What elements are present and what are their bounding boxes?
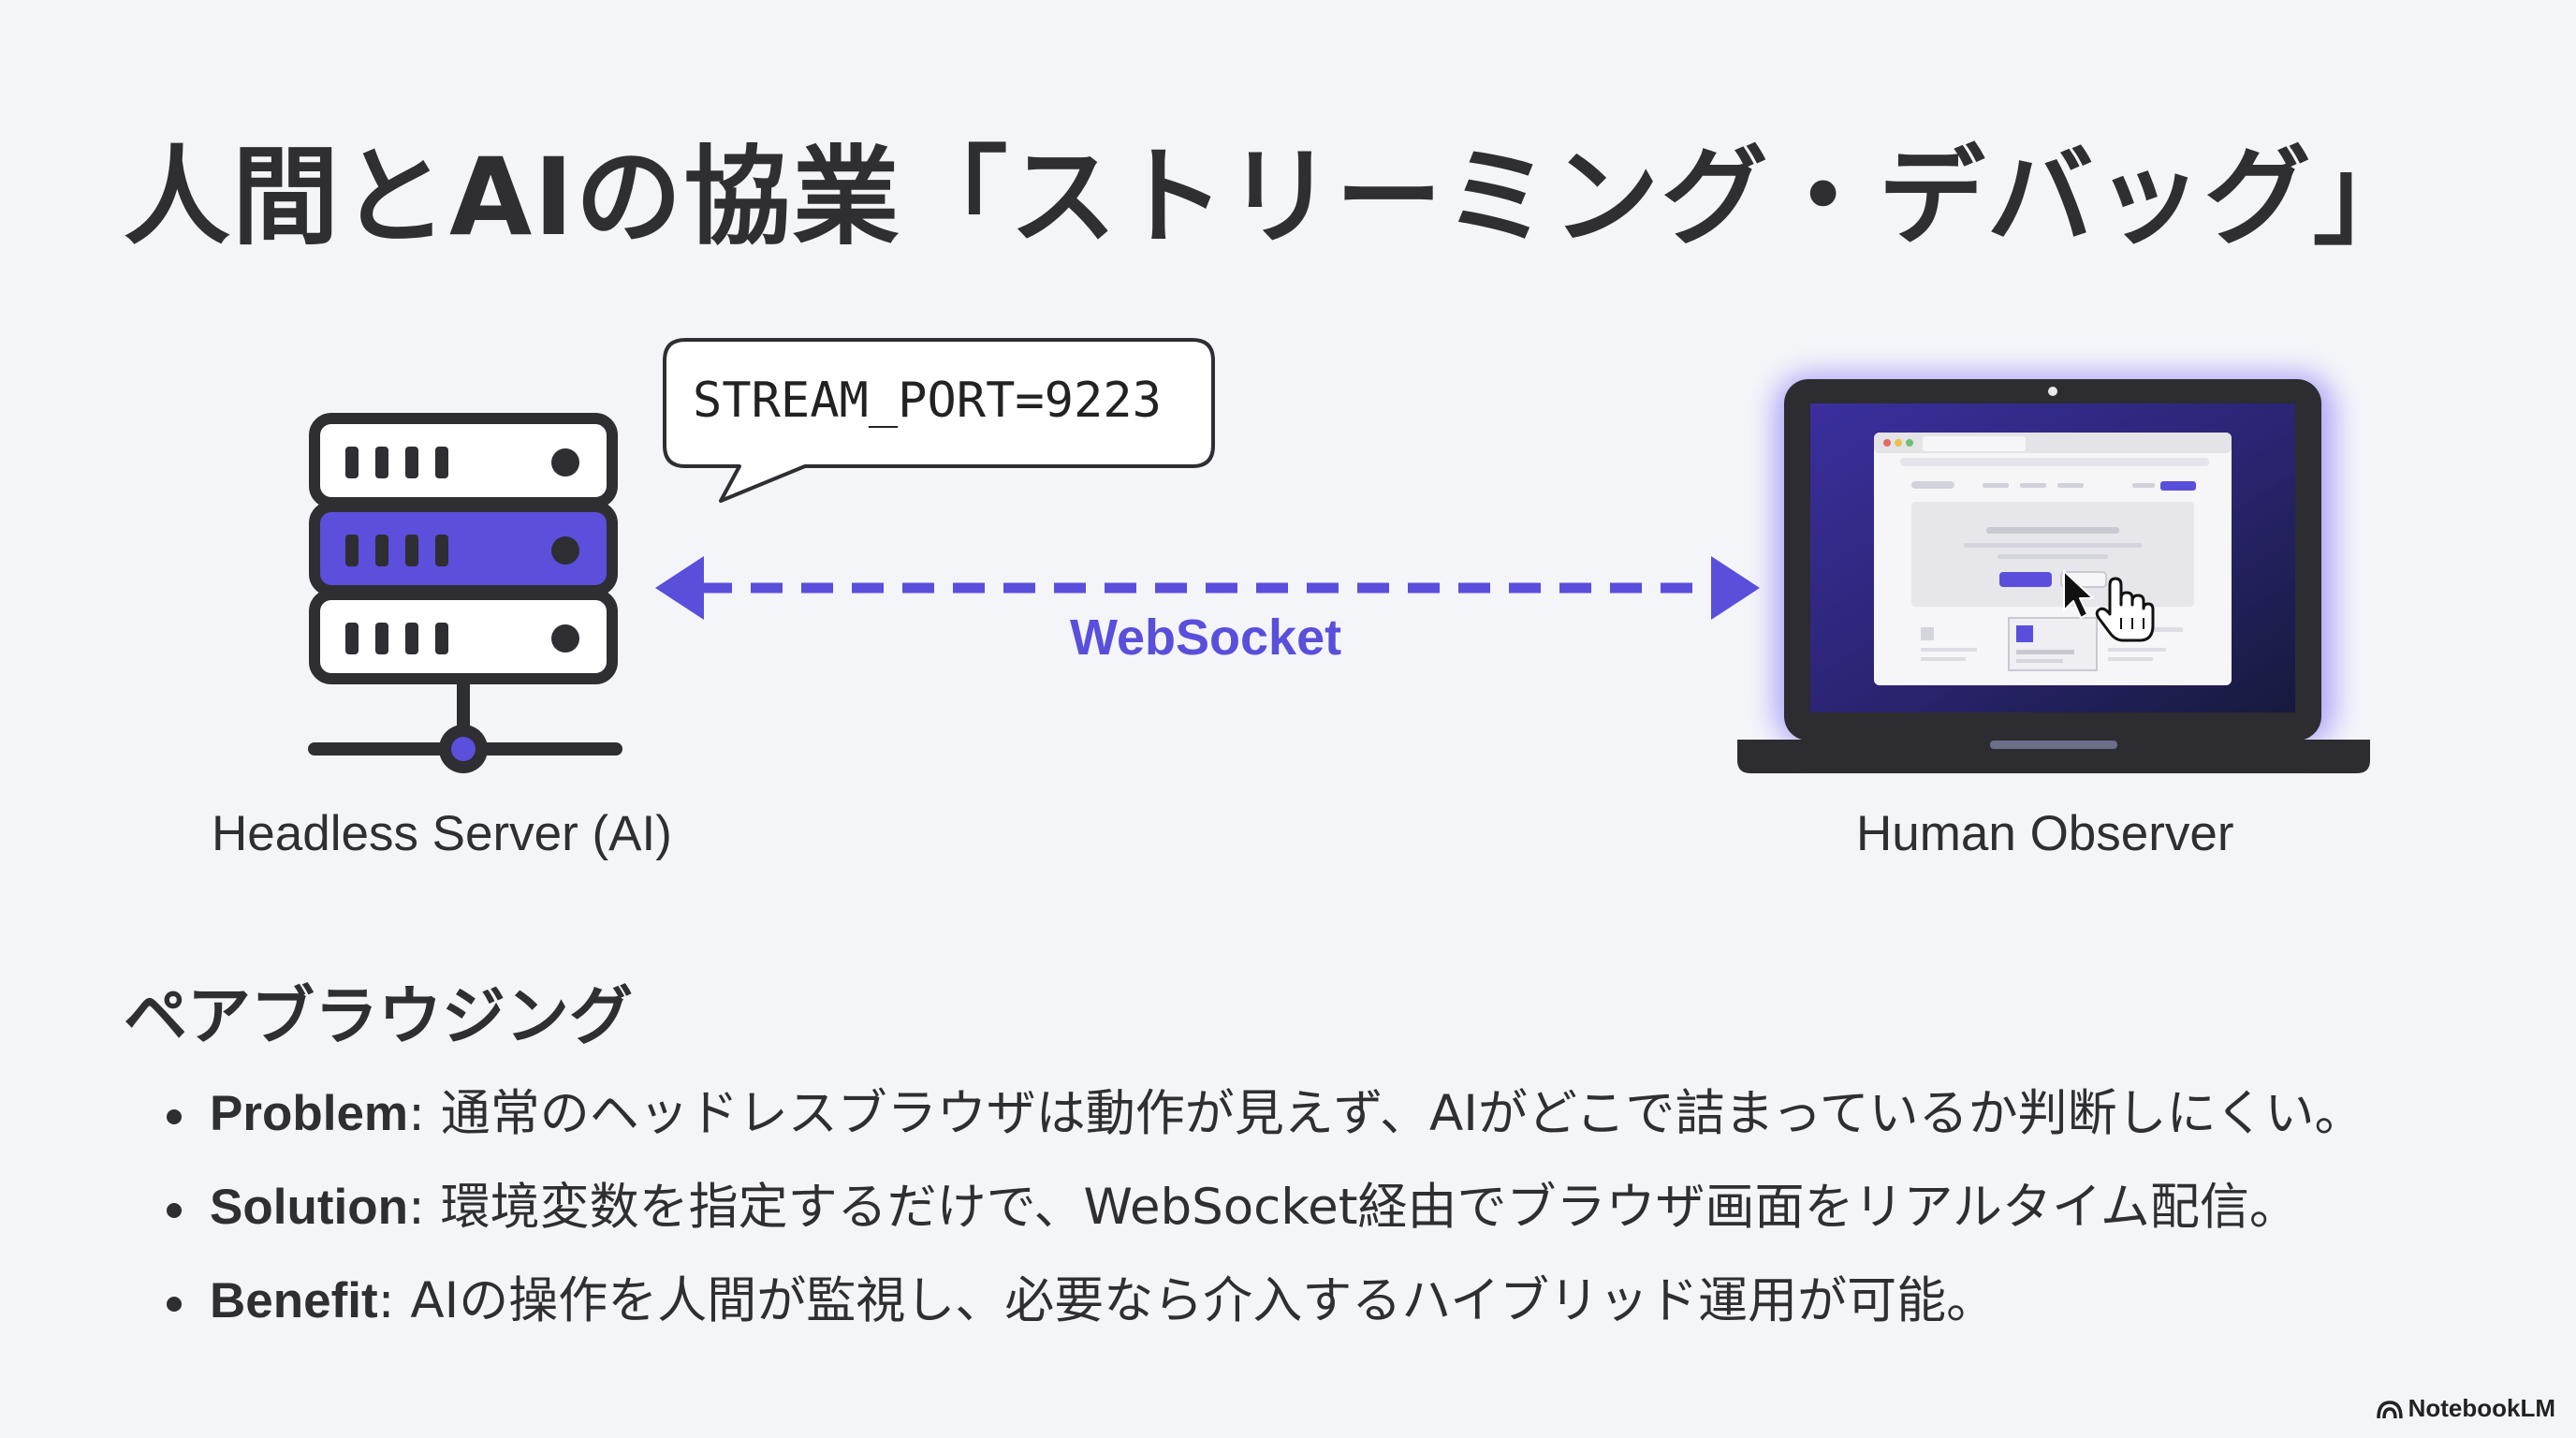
bullet-key: Problem (210, 1086, 409, 1141)
websocket-label: WebSocket (1070, 609, 1342, 666)
observer-caption: Human Observer (1856, 806, 2234, 861)
bullet-dot (167, 1297, 182, 1312)
brand-label: NotebookLM (2408, 1394, 2555, 1422)
bullet-key: Benefit (210, 1273, 378, 1328)
notebooklm-logo-icon (2376, 1401, 2403, 1419)
slide-title: 人間とAIの協業「ストリーミング・デバッグ」 (124, 135, 2422, 259)
bullet-problem: Problem: 通常のヘッドレスブラウザは動作が見えず、AIがどこで詰まってい… (159, 1081, 2364, 1175)
brand-watermark: NotebookLM (2376, 1394, 2555, 1423)
bullet-solution: Solution: 環境変数を指定するだけで、WebSocket経由でブラウザ画… (159, 1175, 2364, 1269)
bullet-dot (167, 1109, 182, 1124)
bullet-dot (167, 1203, 182, 1218)
speech-bubble (663, 338, 1215, 503)
stream-port-label: STREAM_PORT=9223 (693, 373, 1162, 429)
bullet-key: Solution (210, 1180, 408, 1235)
server-caption: Headless Server (AI) (212, 806, 672, 861)
browser-window (1874, 433, 2232, 685)
bullet-list: Problem: 通常のヘッドレスブラウザは動作が見えず、AIがどこで詰まってい… (159, 1081, 2364, 1362)
laptop-icon (1737, 373, 2370, 773)
bullet-text: : 通常のヘッドレスブラウザは動作が見えず、AIがどこで詰まっているか判断しにく… (408, 1085, 2364, 1142)
websocket-connection-arrow (655, 556, 1760, 620)
bullet-text: : AIの操作を人間が監視し、必要なら介入するハイブリッド運用が可能。 (377, 1272, 1997, 1329)
section-heading: ペアブラウジング (124, 980, 634, 1054)
mouse-cursor-icon (2063, 570, 2094, 619)
bullet-benefit: Benefit: AIの操作を人間が監視し、必要なら介入するハイブリッド運用が可… (159, 1269, 2364, 1362)
server-rack-icon (308, 413, 622, 773)
bullet-text: : 環境変数を指定するだけで、WebSocket経由でブラウザ画面をリアルタイム… (407, 1179, 2299, 1236)
hand-pointer-icon (2095, 577, 2155, 642)
